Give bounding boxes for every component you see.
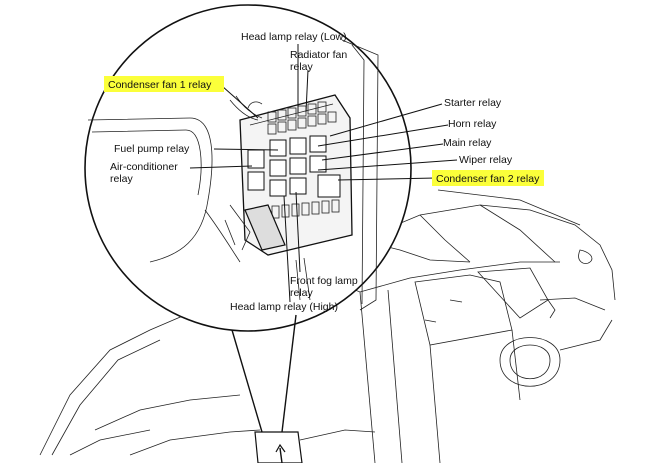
label-condenser-fan-1-relay: Condenser fan 1 relay (108, 79, 212, 91)
relay-box-illustration (87, 39, 379, 311)
label-horn-relay: Horn relay (448, 118, 497, 130)
label-air-conditioner-relay-line1: Air-conditioner (110, 161, 178, 173)
label-wiper-relay: Wiper relay (459, 154, 513, 166)
highlight-condenser-fan-1 (104, 76, 224, 92)
label-fuel-pump-relay: Fuel pump relay (114, 143, 190, 155)
label-starter-relay: Starter relay (444, 97, 502, 109)
label-condenser-fan-2-relay: Condenser fan 2 relay (436, 173, 540, 185)
label-radiator-fan-relay-line1: Radiator fan (290, 49, 347, 61)
highlight-condenser-fan-2 (432, 170, 544, 186)
label-head-lamp-relay-low: Head lamp relay (Low) (241, 31, 347, 43)
leader-lines (189, 44, 458, 303)
label-air-conditioner-relay-line2: relay (110, 173, 134, 185)
label-radiator-fan-relay-line2: relay (290, 61, 314, 73)
label-head-lamp-relay-high: Head lamp relay (High) (230, 301, 338, 313)
label-main-relay: Main relay (443, 137, 492, 149)
car-outline (39, 189, 616, 463)
label-front-fog-lamp-relay-line2: relay (290, 287, 314, 299)
label-front-fog-lamp-relay-line1: Front fog lamp (290, 275, 358, 287)
